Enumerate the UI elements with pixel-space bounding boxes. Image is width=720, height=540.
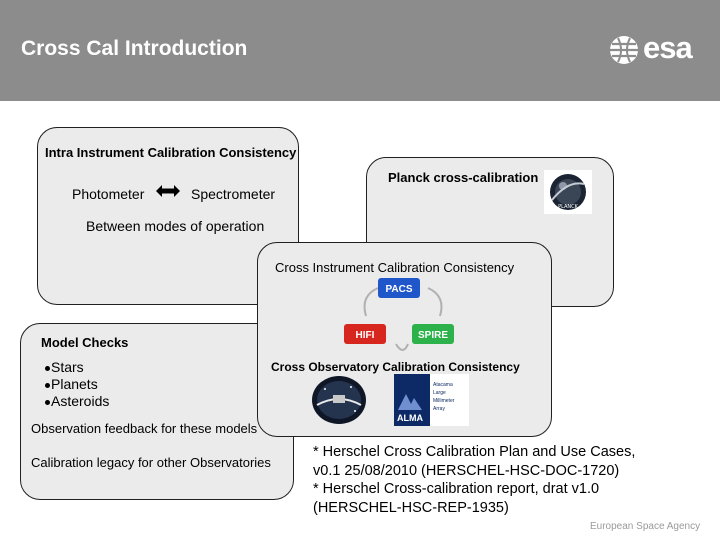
svg-text:Array: Array [433,406,445,412]
alma-logo-icon: ALMA Atacama Large Millimeter Array [394,374,469,426]
pacs-badge [378,278,420,298]
footer-agency-name: European Space Agency [590,521,701,532]
spectrometer-label: Spectrometer [191,186,276,202]
cross-observatory-title: Cross Observatory Calibration Consistenc… [271,360,520,374]
list-item: Stars [45,359,109,376]
spire-badge [412,324,454,344]
svg-text:ALMA: ALMA [397,413,423,423]
svg-text:Atacama: Atacama [433,382,453,388]
photometer-label: Photometer [72,186,145,202]
esa-logo-text: esa [643,30,693,65]
double-arrow-icon [156,185,180,197]
esa-logo-icon [610,36,638,64]
svg-text:HIFI: HIFI [356,330,375,341]
list-item: Asteroids [45,393,109,410]
header-bar [0,0,720,101]
references-note: * Herschel Cross Calibration Plan and Us… [313,444,636,516]
svg-text:Millimeter: Millimeter [433,398,455,404]
svg-text:Large: Large [433,390,446,396]
model-checks-title: Model Checks [41,335,129,350]
instrument-cycle-diagram: PACS HIFI SPIRE [344,278,454,351]
modes-subtitle: Between modes of operation [86,218,265,234]
cross-instrument-title: Cross Instrument Calibration Consistency [275,260,515,275]
model-checks-list: Stars Planets Asteroids [45,359,109,410]
intra-box-title: Intra Instrument Calibration Consistency [45,145,297,160]
slide-title: Cross Cal Introduction [21,37,248,60]
svg-text:PACS: PACS [385,284,412,295]
intra-instrument-box [37,127,299,305]
svg-text:SPIRE: SPIRE [418,330,448,341]
svg-text:PLANCK: PLANCK [558,204,579,210]
planck-mission-logo-icon: PLANCK [544,170,592,214]
planck-box-title: Planck cross-calibration [388,170,539,185]
list-item: Planets [45,376,109,393]
herschel-mission-logo-icon [312,376,366,424]
observation-feedback-text: Observation feedback for these models [31,421,258,436]
hifi-badge [344,324,386,344]
calibration-legacy-text: Calibration legacy for other Observatori… [31,455,271,470]
